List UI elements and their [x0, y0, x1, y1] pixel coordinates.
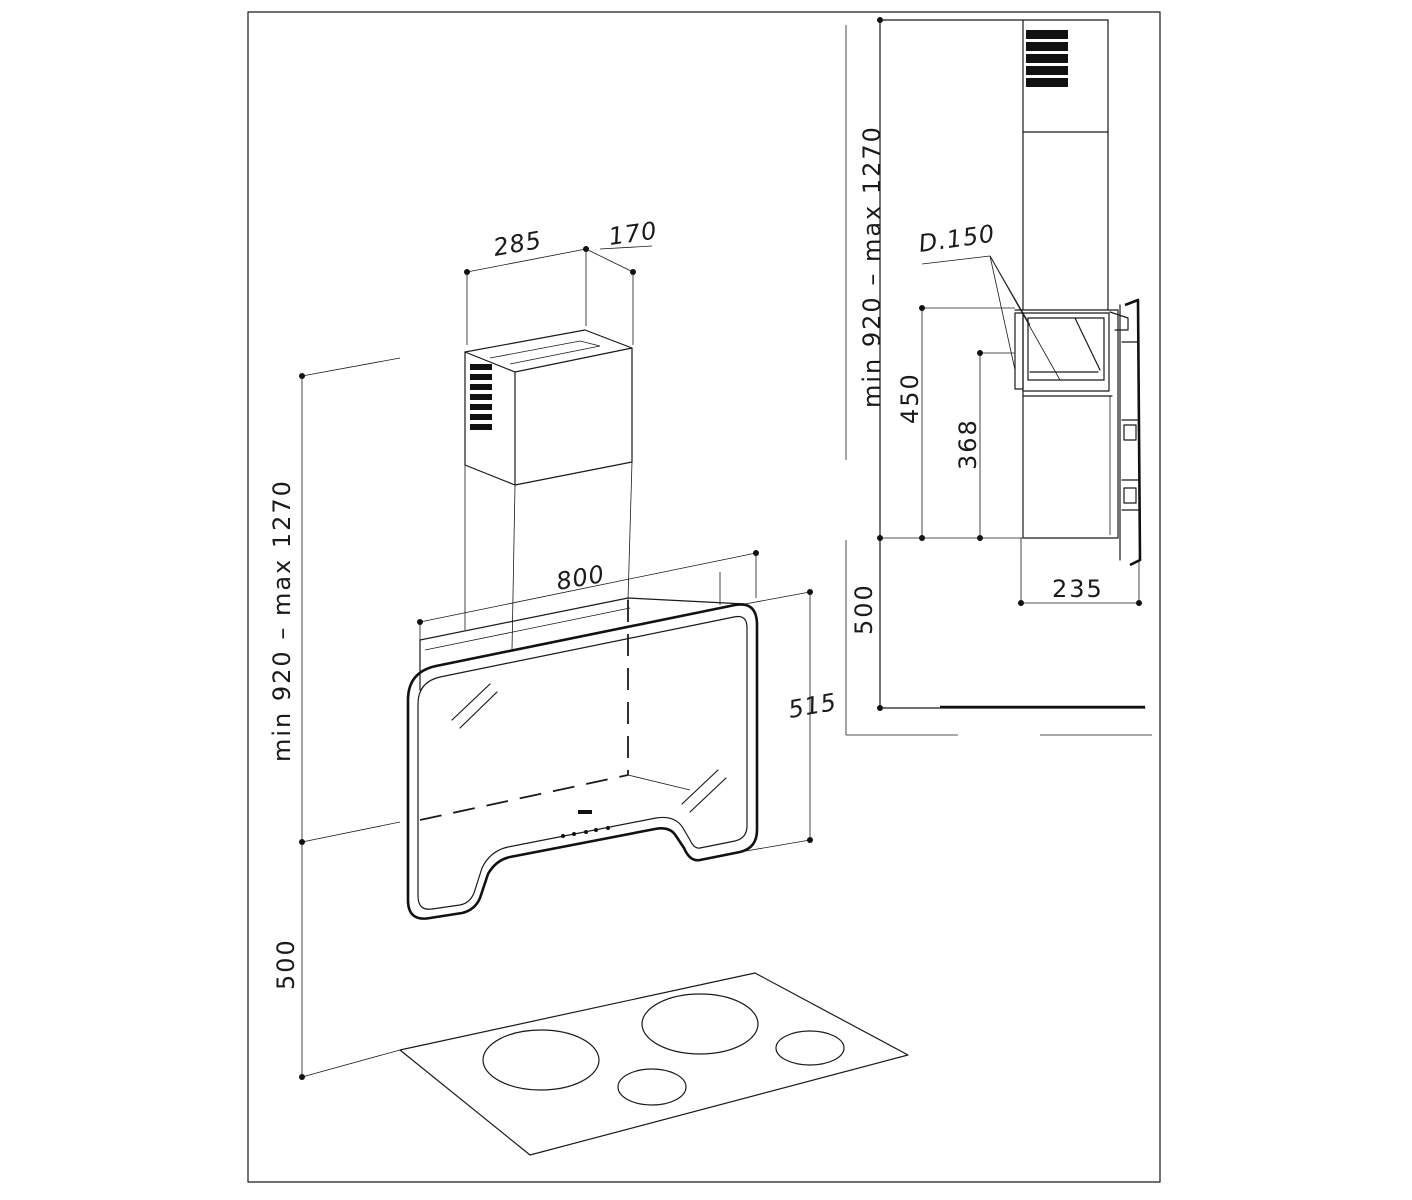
control-panel — [561, 810, 610, 838]
chimney-lower — [464, 461, 633, 651]
dim-500-front-label: 500 — [272, 938, 300, 990]
dim-height-450: 450 — [896, 305, 1015, 541]
glass-panel — [406, 603, 759, 920]
cooktop — [399, 972, 909, 1156]
front-view: 285 170 800 515 — [268, 216, 909, 1156]
dim-800-label: 800 — [554, 560, 607, 596]
burner-small-front — [617, 1068, 687, 1106]
dim-depth-235: 235 — [1018, 538, 1142, 606]
side-chimney — [1022, 19, 1109, 311]
dim-height-range-front: min 920 – max 1270 500 — [268, 357, 401, 1080]
dim-width-285: 285 — [464, 226, 589, 345]
burner-large-left — [482, 1029, 600, 1091]
burner-small-right — [775, 1030, 845, 1066]
dim-duct-d150: D.150 — [917, 220, 1061, 381]
dim-d150-label: D.150 — [917, 220, 997, 258]
dim-depth-170: 170 — [585, 216, 659, 345]
dim-500-side-label: 500 — [850, 583, 878, 635]
side-vent-grille-icon — [1026, 30, 1068, 87]
drawing-frame — [247, 11, 1161, 1183]
dim-range-front-label: min 920 – max 1270 — [268, 479, 296, 762]
dim-width-800: 800 — [417, 550, 759, 665]
dim-368-label: 368 — [954, 418, 982, 470]
burner-large-back — [641, 993, 759, 1055]
dim-450-label: 450 — [896, 372, 924, 424]
dim-range-side-label: min 920 – max 1270 — [858, 125, 886, 408]
dim-285-label: 285 — [491, 226, 544, 262]
dim-235-label: 235 — [1052, 575, 1104, 603]
dim-height-515: 515 — [739, 589, 839, 853]
dim-170-label: 170 — [607, 216, 659, 251]
chimney-upper — [464, 329, 633, 486]
dim-height-range-side: min 920 – max 1270 500 — [845, 25, 1152, 736]
dim-515-label: 515 — [786, 688, 839, 724]
dim-height-368: 368 — [954, 350, 1015, 541]
side-view: D.150 min 920 – max 1270 500 450 368 — [845, 17, 1152, 736]
side-hood-body — [1014, 309, 1119, 539]
vent-grille-icon — [470, 364, 492, 430]
side-glass-panel — [1109, 298, 1142, 567]
hood-body — [419, 597, 746, 821]
